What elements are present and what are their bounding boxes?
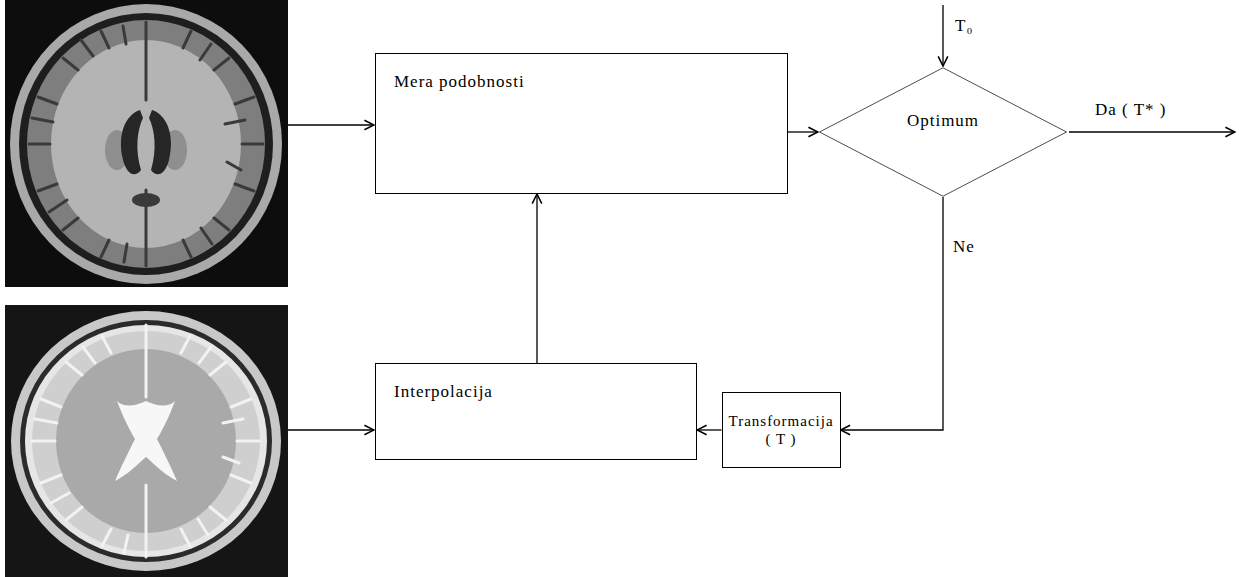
scan-background (5, 305, 288, 577)
brain-scan-t1 (5, 0, 288, 287)
process-box: Interpolacija (375, 363, 697, 460)
ventricles (121, 110, 171, 174)
input-label: T₀ (953, 16, 975, 36)
sulci (29, 22, 263, 266)
decision-diamond: Optimum (818, 67, 1068, 197)
grey-matter (27, 20, 265, 268)
input-arrow (288, 429, 374, 430)
scan-background (5, 0, 288, 287)
skull (20, 320, 272, 562)
edge-label: Ne (951, 237, 977, 257)
flow-arrow (697, 429, 722, 430)
flow-arrow (788, 131, 818, 132)
flow-arrow (841, 197, 944, 430)
diamond-outline (818, 67, 1068, 197)
node-text: Interpolacija (394, 382, 493, 402)
diamond-shape (820, 68, 1067, 196)
input-arrow (288, 124, 374, 125)
csf (25, 325, 267, 557)
brain-scan-t2 (5, 305, 288, 577)
scalp (11, 311, 281, 571)
initial-arrow (942, 5, 943, 66)
ventricles (115, 401, 177, 481)
skull (19, 13, 273, 275)
posterior-ventricle (132, 193, 160, 207)
node-text: Optimum (907, 111, 979, 131)
node-text: Transformacija ( T ) (729, 412, 834, 448)
scalp (10, 4, 282, 284)
sulci (32, 325, 260, 557)
node-text: Mera podobnosti (394, 72, 525, 92)
output-label: Da ( T* ) (1093, 100, 1168, 120)
process-box: Mera podobnosti (375, 53, 788, 194)
output-arrow (1069, 131, 1235, 132)
flow-arrow (536, 194, 537, 363)
transform-box: Transformacija ( T ) (722, 392, 841, 468)
